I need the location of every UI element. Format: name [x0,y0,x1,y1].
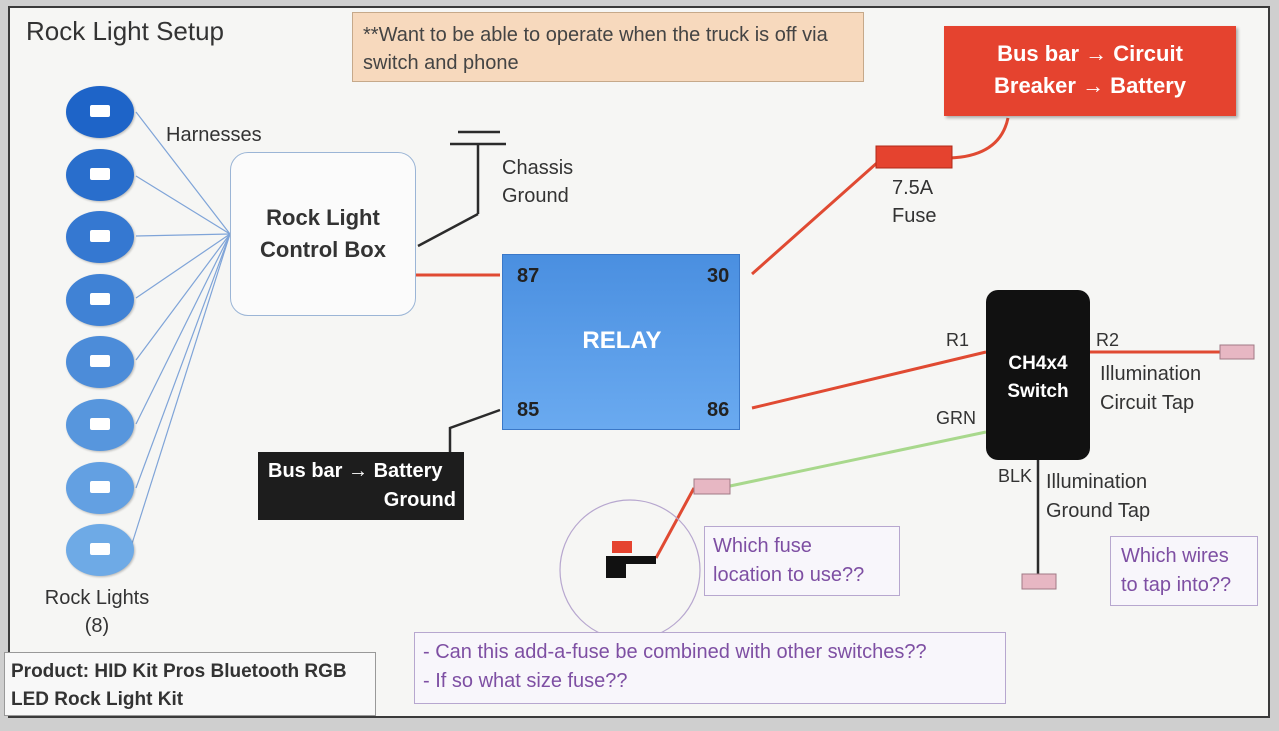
power-source-box: Bus bar → Circuit Breaker → Battery [944,26,1236,116]
product-line2: LED Rock Light Kit [11,689,184,710]
note-operate-off: **Want to be able to operate when the tr… [352,12,864,82]
rock-lights-line2: (8) [84,615,110,637]
ch4x4-switch: CH4x4 Switch [986,290,1090,460]
illumination-ground-tap-connector [1021,573,1057,590]
circuit-tap-line2: Circuit Tap [1100,392,1195,414]
wire-30-to-fuse [751,160,879,276]
rock-light [66,211,134,264]
question-add-a-fuse: - Can this add-a-fuse be combined with o… [414,632,1006,704]
rock-lights-label: Rock Lights (8) [36,584,158,640]
switch-pin-r2: R2 [1096,330,1120,350]
switch-pin-blk: BLK [998,466,1033,486]
illumination-ground-tap-label: Illumination Ground Tap [1046,468,1150,526]
page-title: Rock Light Setup [26,16,225,46]
switch-label-line1: CH4x4 [1008,353,1068,374]
relay-pin-85: 85 [517,399,540,421]
control-box-line1: Rock Light [266,205,380,230]
rock-light [66,336,134,389]
fuse-tap-connector [693,478,731,495]
wire-grn-to-fuse-tap [729,430,987,488]
chassis-ground-symbol [417,130,506,248]
control-box-line2: Control Box [260,237,386,262]
harness-lines [129,111,231,551]
switch-pin-grn: GRN [936,408,976,428]
rock-light-lens [90,418,110,430]
rock-light [66,461,134,514]
harnesses-label: Harnesses [166,124,262,146]
power-source-line1: Bus bar → Circuit [997,41,1183,66]
relay-label: RELAY [582,327,662,354]
rock-lights-line1: Rock Lights [44,587,150,609]
question-addafuse-line2: - If so what size fuse?? [423,670,628,692]
relay: RELAY 87 30 85 86 [502,254,740,430]
rock-light-lens [90,105,110,117]
ground-tap-line2: Ground Tap [1046,500,1151,522]
add-a-fuse-circle [559,499,701,641]
battery-ground-box: Bus bar → Battery Ground [258,452,464,520]
switch-pin-r1: R1 [946,330,970,350]
circuit-tap-line1: Illumination [1100,363,1202,385]
fuse-7-5a [875,145,953,169]
fuse-label-line2: Fuse [892,205,937,227]
question-fuse-line1: Which fuse [713,535,812,557]
relay-pin-87: 87 [517,265,540,287]
add-a-fuse-body [606,556,656,578]
rock-light-lens [90,292,110,305]
rock-light-lens [90,543,110,556]
power-source-line2: Breaker → Battery [994,73,1186,98]
fuse-label-line1: 7.5A [892,177,934,199]
fuse-label: 7.5A Fuse [892,174,936,230]
battery-ground-line1: Bus bar → Battery [268,460,443,482]
rock-light [66,148,134,201]
wire-85-to-ground [448,408,501,452]
rock-light-control-box: Rock Light Control Box [230,152,416,316]
add-a-fuse-red [612,541,632,553]
question-wires-line2: to tap into?? [1121,574,1232,596]
question-fuse-line2: location to use?? [713,564,865,586]
question-addafuse-line1: - Can this add-a-fuse be combined with o… [423,641,927,663]
chassis-ground-line1: Chassis [502,157,574,179]
wire-tap-to-addafuse [654,487,696,559]
rock-light-lens [90,355,110,368]
rock-light [66,399,134,451]
wire-86-to-r1 [751,350,987,410]
rock-light [66,86,134,138]
battery-ground-line2: Ground [383,489,456,511]
relay-pin-86: 86 [707,399,730,421]
ground-tap-line1: Illumination [1046,471,1148,493]
product-info: Product: HID Kit Pros Bluetooth RGB LED … [4,652,376,716]
illumination-circuit-tap-connector [1219,344,1255,360]
rock-light [66,273,134,326]
question-which-wires: Which wires to tap into?? [1110,536,1258,606]
rock-light-lens [90,230,110,243]
rock-light-lens [90,167,110,180]
relay-pin-30: 30 [707,265,730,287]
question-fuse-location: Which fuse location to use?? [704,526,900,596]
illumination-circuit-tap-label: Illumination Circuit Tap [1100,360,1201,418]
product-line1: Product: HID Kit Pros Bluetooth RGB [11,661,347,682]
chassis-ground-label: Chassis Ground [502,154,573,210]
switch-label-line2: Switch [1007,381,1069,402]
chassis-ground-line2: Ground [502,185,569,207]
question-wires-line1: Which wires [1121,545,1229,567]
wire-fuse-to-bus [949,117,1010,160]
rock-light [66,524,134,577]
rock-light-lens [90,480,110,493]
